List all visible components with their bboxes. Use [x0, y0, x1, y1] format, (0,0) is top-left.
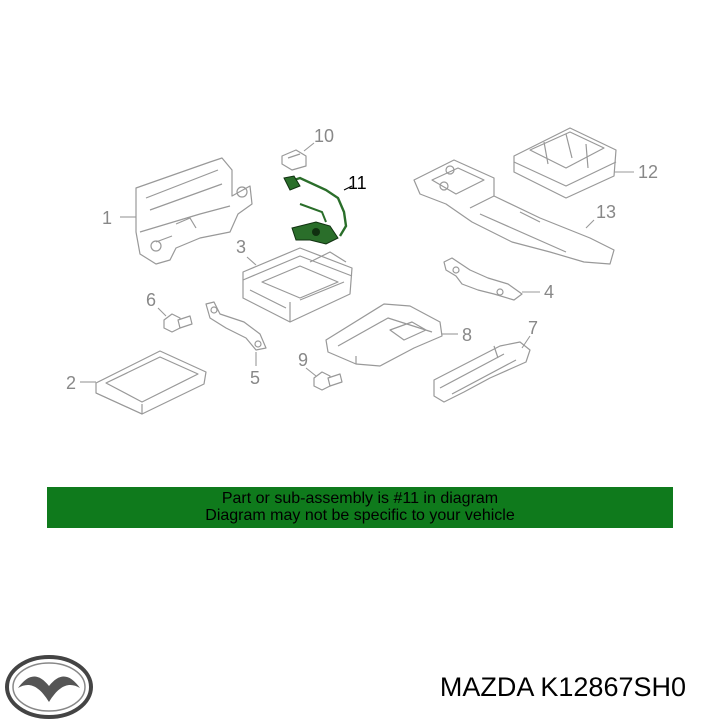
part-13-floor-bracket [413, 159, 615, 265]
part-label: MAZDA K12867SH0 [439, 672, 686, 702]
callout-8: 8 [462, 325, 472, 345]
banner-line-2: Diagram may not be specific to your vehi… [205, 507, 515, 524]
part-6-bolt [163, 313, 193, 333]
part-9-bolt [313, 371, 343, 391]
part-5-strip-bracket [205, 301, 267, 351]
callout-12: 12 [638, 162, 658, 182]
part-10-clip [281, 149, 307, 171]
part-12-box-unit [513, 127, 617, 199]
callout-9: 9 [298, 350, 308, 370]
parts-diagram: 1 2 3 4 5 6 7 [66, 126, 658, 415]
part-8-frame-bracket [325, 303, 443, 367]
part-11-wire-harness-highlighted [283, 175, 348, 245]
callout-10: 10 [314, 126, 334, 146]
banner-line-1: Part or sub-assembly is #11 in diagram [221, 490, 499, 507]
callout-4: 4 [544, 282, 554, 302]
part-3-module [242, 247, 353, 323]
callout-13: 13 [596, 202, 616, 222]
part-2-tray [95, 350, 207, 415]
part-7-rail [433, 341, 531, 403]
info-banner: Part or sub-assembly is #11 in diagram D… [47, 487, 673, 528]
part-1-bracket [135, 157, 253, 265]
callout-11: 11 [348, 173, 367, 193]
callout-1: 1 [102, 208, 112, 228]
callout-7: 7 [528, 318, 538, 338]
part-4-bracket [443, 257, 523, 301]
callout-3: 3 [236, 237, 246, 257]
callout-5: 5 [250, 368, 260, 388]
callout-6: 6 [146, 290, 156, 310]
mazda-logo-icon [5, 655, 93, 719]
callout-2: 2 [66, 373, 76, 393]
